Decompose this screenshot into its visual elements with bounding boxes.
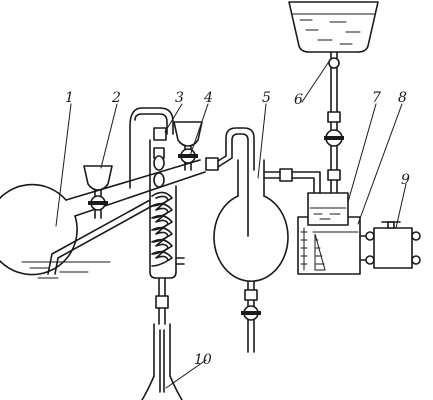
condenser-column: [129, 107, 185, 325]
label-3: 3: [175, 90, 184, 106]
dropping-funnel-right: [173, 121, 203, 171]
dropping-funnel-left: [83, 165, 113, 219]
part-labels: 1 2 3 4 5 6 7 8 9 10: [65, 90, 410, 368]
label-7: 7: [372, 90, 381, 106]
label-2: 2: [111, 90, 121, 106]
outer-container: [297, 216, 361, 275]
inner-cylinder: [307, 192, 349, 226]
reservoir-feed-tube: [327, 145, 341, 193]
label-1: 1: [65, 90, 74, 106]
round-flask: [0, 183, 111, 279]
receiver-flask: [213, 159, 321, 353]
bottom-vessel: [141, 323, 183, 400]
control-unit: [359, 221, 421, 269]
leader-lines: [55, 59, 407, 389]
reservoir-stopcock: [324, 129, 344, 147]
label-6: 6: [294, 92, 303, 108]
label-9: 9: [401, 172, 410, 188]
label-4: 4: [203, 90, 213, 106]
liquid-level: [292, 13, 375, 45]
label-8: 8: [398, 90, 407, 106]
flask-side-arm: [47, 159, 206, 275]
label-5: 5: [262, 90, 271, 106]
reservoir-vessel: [288, 1, 379, 131]
connecting-tube: [205, 127, 255, 237]
label-10: 10: [194, 352, 212, 368]
